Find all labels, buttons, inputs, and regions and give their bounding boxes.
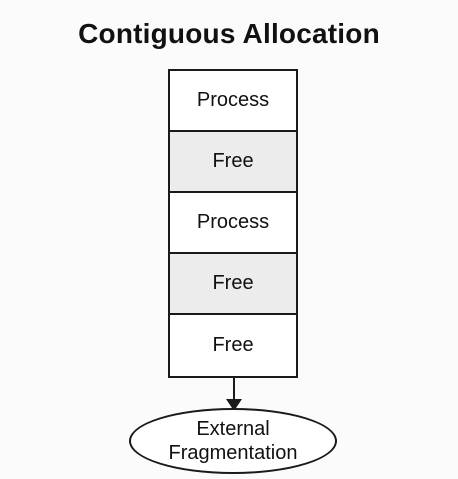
external-fragmentation-node: External Fragmentation bbox=[129, 408, 337, 474]
block-label: Process bbox=[196, 89, 270, 111]
memory-block-free: Free bbox=[170, 315, 296, 376]
diagram-title: Contiguous Allocation bbox=[78, 18, 380, 49]
memory-block-free: Free bbox=[170, 132, 296, 193]
block-label: Free bbox=[212, 150, 254, 172]
block-label: Free bbox=[212, 334, 254, 356]
block-label: Free bbox=[212, 272, 254, 294]
memory-stack: Process Free Process Free Free bbox=[168, 69, 298, 378]
down-arrow-icon bbox=[226, 377, 242, 411]
memory-block-free: Free bbox=[170, 254, 296, 315]
memory-block-process: Process bbox=[170, 71, 296, 132]
memory-block-process: Process bbox=[170, 193, 296, 254]
result-line-1: External bbox=[196, 418, 270, 440]
block-label: Process bbox=[196, 211, 270, 233]
result-line-2: Fragmentation bbox=[168, 442, 298, 464]
